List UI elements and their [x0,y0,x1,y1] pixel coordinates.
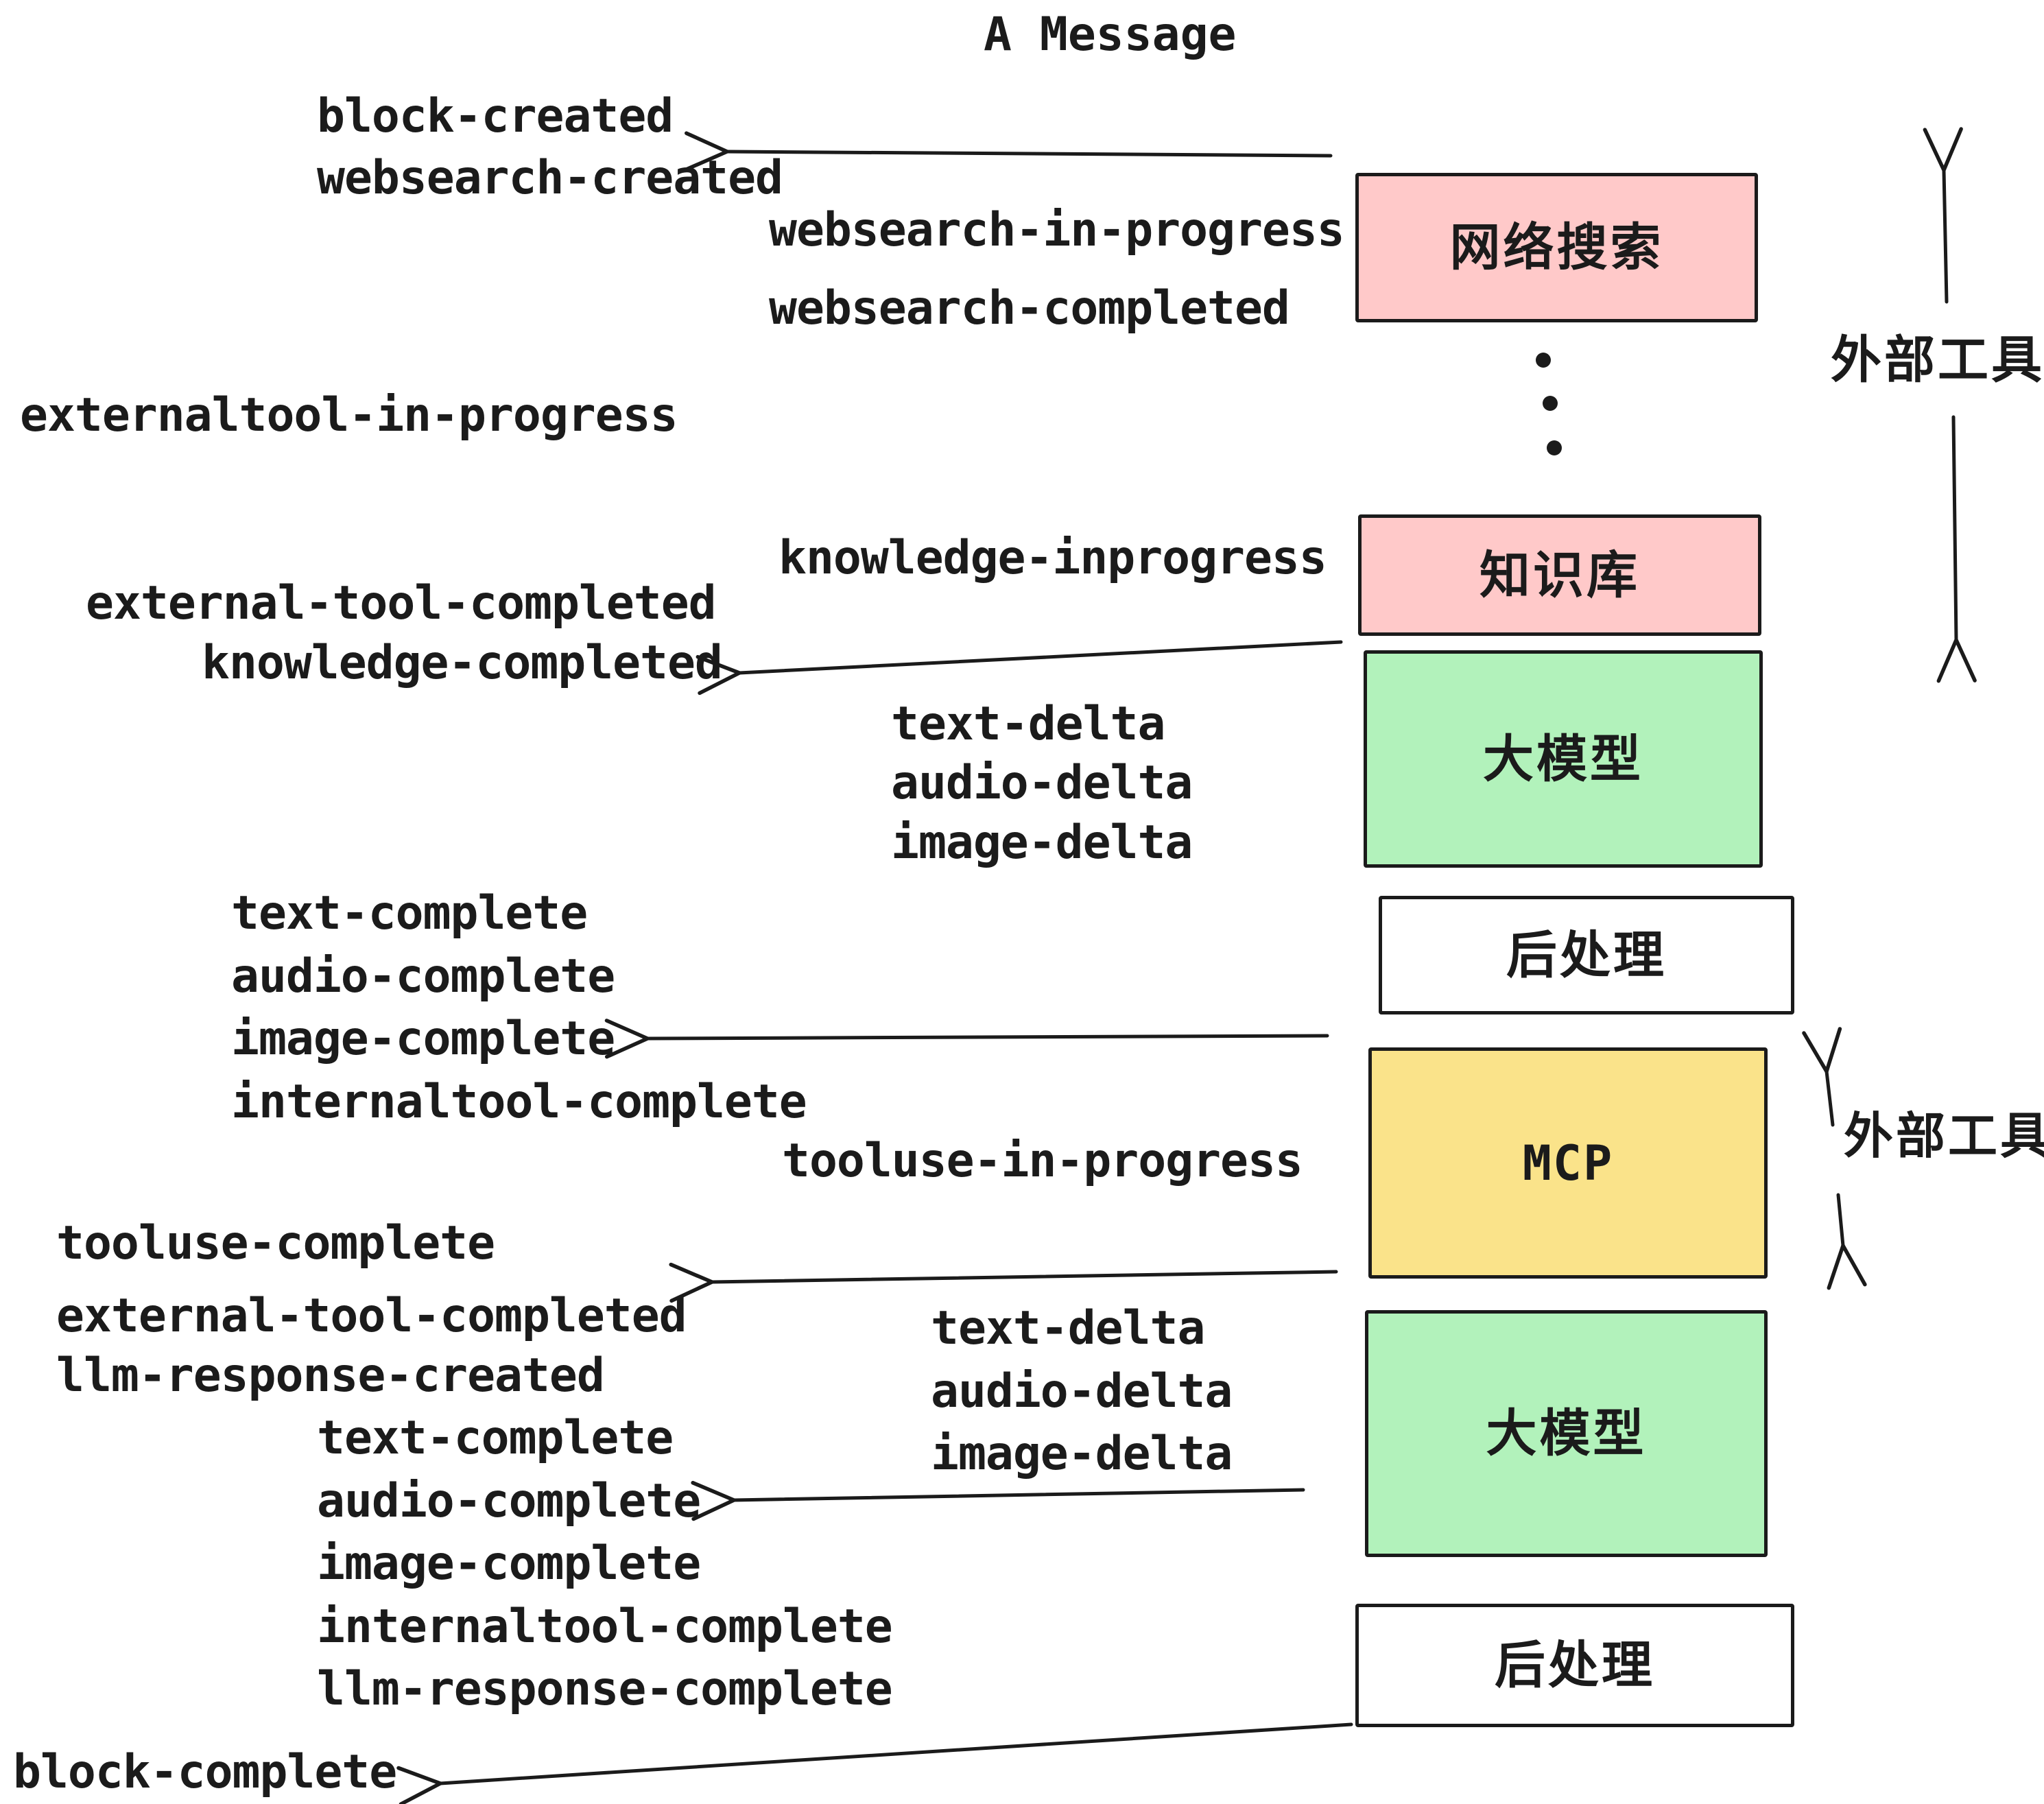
event-tooluse-in-progress: tooluse-in-progress [782,1134,1303,1188]
box-websearch: 网络搜索 [1355,173,1758,322]
event-internaltool-complete-2: internaltool-complete [317,1600,893,1654]
arrow-post-bottom-to-block-complete [396,1722,1353,1804]
external-tools-label-top: 外部工具 [1831,331,2044,390]
external-tools-top-arrow-down [1936,415,1977,683]
ellipsis-dot [1543,396,1558,411]
event-external-tool-completed: external-tool-completed [86,576,717,630]
arrow-websearch-to-block-created [684,131,1333,171]
event-image-delta-2: image-delta [931,1427,1233,1481]
event-llm-response-complete: llm-response-complete [317,1662,893,1716]
event-audio-delta-2: audio-delta [931,1364,1233,1419]
box-llm-top: 大模型 [1364,650,1763,868]
ellipsis-dot [1547,440,1562,455]
box-mcp-label: MCP [1522,1135,1614,1191]
event-llm-response-created: llm-response-created [56,1349,605,1403]
event-websearch-created: websearch-created [317,151,783,205]
box-post-bottom-label: 后处理 [1495,1636,1655,1695]
box-knowledge-label: 知识库 [1479,545,1640,605]
external-tools-bottom-arrow-down [1827,1193,1867,1290]
event-image-complete-1: image-complete [231,1012,615,1066]
event-knowledge-inprogress: knowledge-inprogress [779,531,1327,585]
event-block-complete: block-complete [13,1745,397,1799]
external-tools-bottom-arrow-up [1802,1027,1842,1127]
event-external-tool-completed-2: external-tool-completed [56,1289,687,1343]
event-tooluse-complete: tooluse-complete [56,1216,495,1270]
box-post-bottom: 后处理 [1355,1604,1794,1727]
arrow-mcp-to-tooluse-complete [669,1262,1338,1303]
event-text-delta-1: text-delta [891,697,1165,751]
event-text-complete-1: text-complete [231,886,588,940]
box-mcp: MCP [1368,1047,1768,1279]
box-llm-bottom-label: 大模型 [1486,1404,1647,1463]
event-internaltool-complete-1: internaltool-complete [231,1075,807,1129]
event-externaltool-in-progress: externaltool-in-progress [20,388,678,442]
event-knowledge-completed: knowledge-completed [202,636,723,690]
event-image-delta-1: image-delta [891,816,1193,870]
arrow-llm-bottom-to-audio-complete [691,1480,1305,1521]
event-websearch-in-progress: websearch-in-progress [769,203,1345,257]
page-title: A Message [984,8,1237,62]
event-audio-complete-1: audio-complete [231,949,615,1004]
ellipsis-dot [1536,353,1551,368]
event-websearch-completed: websearch-completed [769,281,1290,335]
event-block-created: block-created [317,89,674,143]
event-text-delta-2: text-delta [931,1301,1205,1355]
event-audio-delta-1: audio-delta [891,756,1193,810]
box-llm-bottom: 大模型 [1365,1310,1768,1557]
box-websearch-label: 网络搜索 [1449,218,1664,277]
external-tools-top-arrow-up [1923,127,1963,304]
arrow-post-top-to-image-complete [604,1019,1329,1059]
arrow-knowledge-to-knowledge-completed [696,640,1343,696]
box-post-top-label: 后处理 [1506,925,1667,985]
box-post-top: 后处理 [1379,896,1794,1014]
event-audio-complete-2: audio-complete [317,1474,701,1528]
box-knowledge: 知识库 [1358,514,1761,636]
external-tools-label-bottom: 外部工具 [1844,1107,2044,1165]
box-llm-top-label: 大模型 [1483,729,1643,789]
event-image-complete-2: image-complete [317,1536,701,1591]
event-text-complete-2: text-complete [317,1411,674,1465]
